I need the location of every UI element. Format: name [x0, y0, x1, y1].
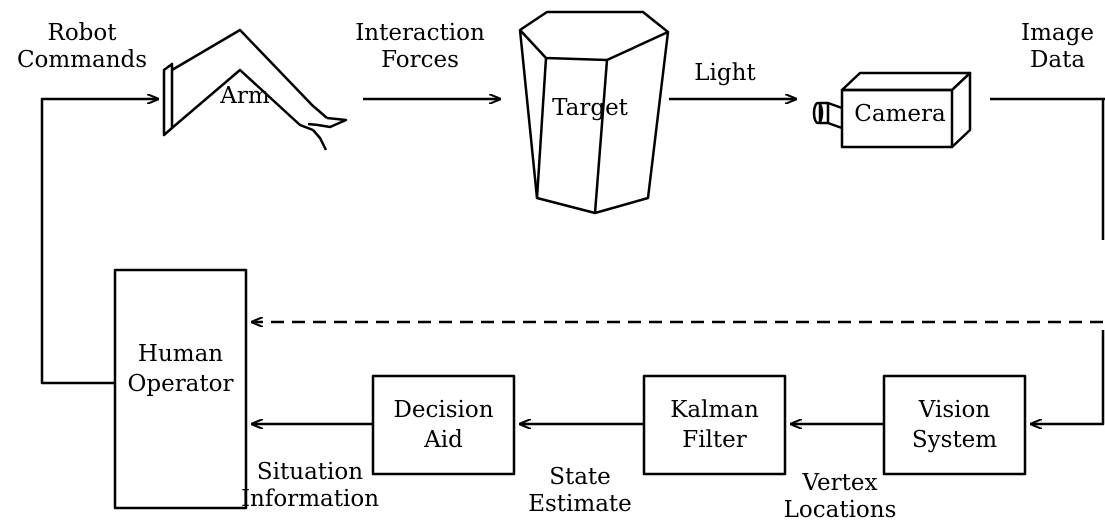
- camera-label: Camera: [854, 101, 946, 127]
- human-operator-box: [113, 268, 248, 510]
- arm-label: Arm: [220, 83, 270, 109]
- robot-commands-arrow: [40, 99, 158, 385]
- light-label: Light: [694, 60, 756, 86]
- target-prism: [518, 10, 670, 215]
- robot-arm-drawing: [162, 28, 348, 151]
- image-data-return-line-lower: [1031, 330, 1105, 424]
- camera-drawing: [812, 71, 972, 149]
- target-label: Target: [552, 95, 628, 121]
